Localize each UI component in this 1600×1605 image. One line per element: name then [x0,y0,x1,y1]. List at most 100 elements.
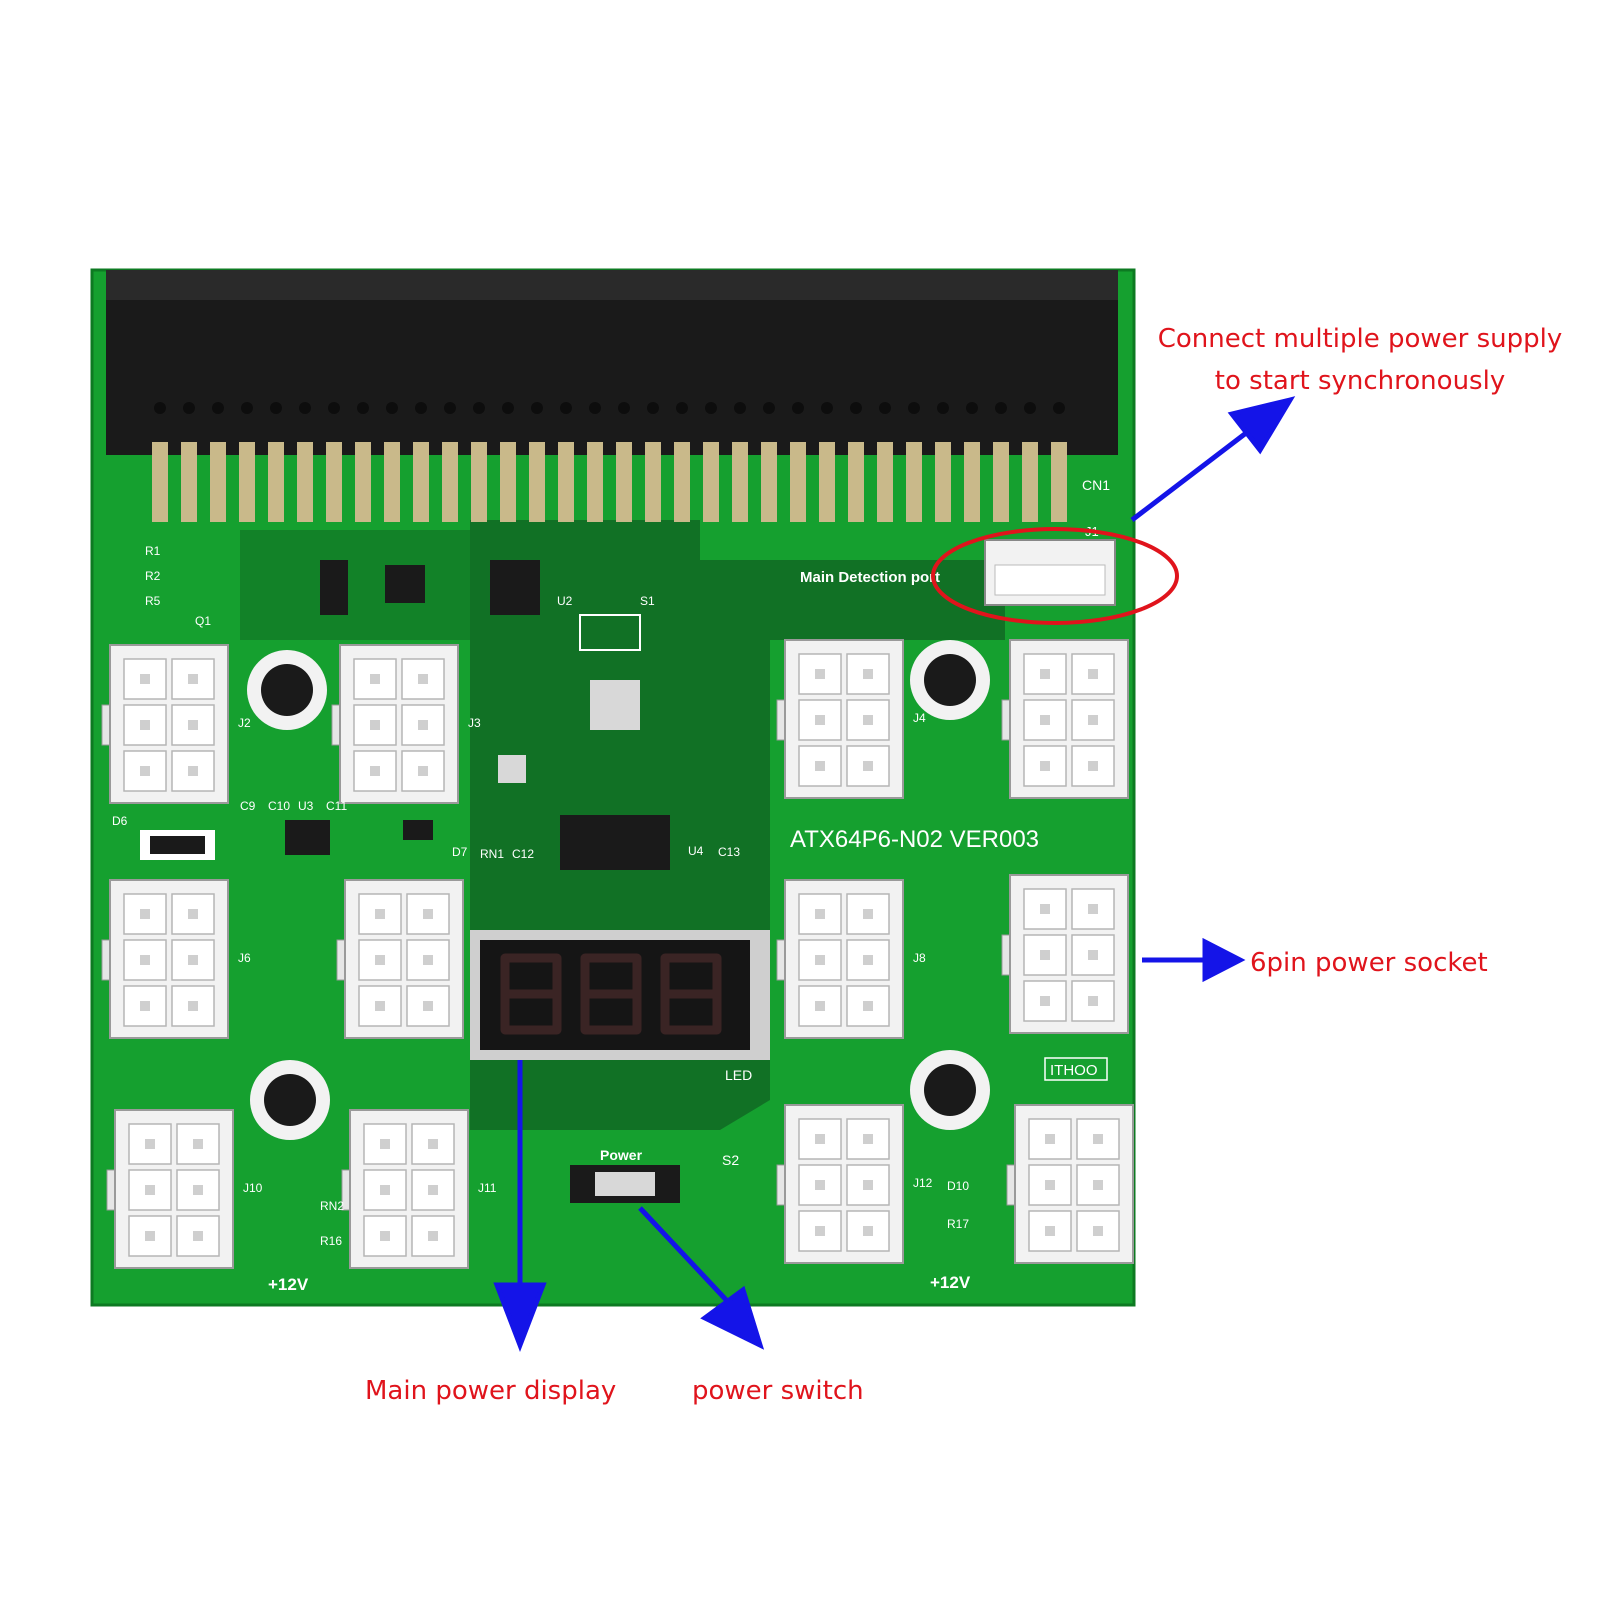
detection-port-label: Main Detection port [800,569,940,586]
arrow-display [493,1060,547,1352]
silkscreen-label: R17 [947,1217,969,1231]
connector-pin [906,442,922,522]
socket-j13: J13 [1006,1104,1163,1264]
silkscreen-label: C9 [240,799,256,813]
callout-display: Main power display [365,1376,617,1406]
highlight-ellipse [931,527,1179,625]
connector-pin [964,442,980,522]
silkscreen-label: C11 [326,799,347,813]
connector-pin [442,442,458,522]
socket-j3: J3 [331,644,481,804]
connector-pin [935,442,951,522]
socket-j12: J12 [776,1104,933,1264]
socket-label: J3 [468,716,481,730]
connector-pin [790,442,806,522]
board-model: ATX64P6-N02 VER003 [790,826,1039,853]
socket-j5: J5 [1001,639,1151,799]
connector-pin [500,442,516,522]
socket-label: J4 [913,711,926,725]
maker-mark: ITHOO [1050,1062,1098,1079]
connector-pin [616,442,632,522]
silkscreen-label: C13 [718,845,740,859]
connector-pin [558,442,574,522]
chip-label-u2: U2 [557,594,573,608]
connector-pin [413,442,429,522]
socket-j6: J6 [101,879,251,1039]
led-display [470,930,770,1060]
silkscreen-label: R2 [145,569,161,583]
silkscreen-label: RN1 [480,847,504,861]
connector-pin [384,442,400,522]
connector-pin [326,442,342,522]
chip-label-u4: U4 [688,844,704,858]
connector-pin [761,442,777,522]
silkscreen-label: R1 [145,544,161,558]
arrow-switch [638,1206,765,1350]
callout-socket: 6pin power socket [1250,948,1488,978]
switch-label-s1: S1 [640,594,655,608]
silkscreen-label: R5 [145,594,161,608]
arrows [493,396,1296,1352]
socket-label: J13 [1143,1176,1163,1190]
socket-j11: J11 [341,1109,497,1269]
silkscreen-label: R16 [320,1234,342,1248]
connector-pin [529,442,545,522]
small-components [140,560,680,1203]
arrow-socket [1142,937,1246,983]
socket-label: J8 [913,951,926,965]
connector-pin [471,442,487,522]
connector-pin [355,442,371,522]
callout-sync-start: Connect multiple power supply to start s… [1157,324,1563,396]
mounting-holes [247,640,990,1140]
connector-pin [268,442,284,522]
socket-label: J5 [1138,711,1151,725]
connector-pin [239,442,255,522]
socket-j9: J9 [1001,874,1151,1034]
connector-pin [819,442,835,522]
socket-label: J9 [1138,946,1151,960]
connector-label: CN1 [1082,477,1110,493]
display-digit [500,953,562,1035]
socket-j4: J4 [776,639,926,799]
callout-switch: power switch [692,1376,864,1406]
socket-label: J2 [238,716,251,730]
display-digit [580,953,642,1035]
connector-pin [181,442,197,522]
connector-pin [1051,442,1067,522]
silkscreen-label: D10 [947,1179,969,1193]
connector-pin [674,442,690,522]
connector-pin [732,442,748,522]
socket-j7: J7 [336,879,486,1039]
connector-pin [993,442,1009,522]
switch-ref: S2 [722,1152,739,1168]
connector-pin [645,442,661,522]
edge-connector [106,270,1118,522]
voltage-label-left: +12V [268,1275,309,1294]
silkscreen-label: C12 [512,847,534,861]
switch-label: Power [600,1147,643,1163]
connector-pin [297,442,313,522]
detection-port [984,539,1116,606]
socket-label: J12 [913,1176,933,1190]
silkscreen-label: D11 [0,0,21,3]
silkscreen-label: U3 [298,799,314,813]
connector-pin [703,442,719,522]
display-digit [660,953,722,1035]
silkscreen-label: D6 [112,814,128,828]
socket-j10: J10 [106,1109,263,1269]
voltage-label-right: +12V [930,1273,971,1292]
socket-j2: J2 [101,644,251,804]
connector-pin [152,442,168,522]
socket-label: J11 [478,1181,497,1195]
display-label: LED [725,1067,752,1083]
connector-pin [210,442,226,522]
socket-label: J6 [238,951,251,965]
connector-pin [877,442,893,522]
socket-label: J10 [243,1181,263,1195]
connector-pin [587,442,603,522]
silkscreen-label: RN2 [320,1199,344,1213]
socket-j8: J8 [776,879,926,1039]
silkscreen-label: Q1 [195,614,211,628]
